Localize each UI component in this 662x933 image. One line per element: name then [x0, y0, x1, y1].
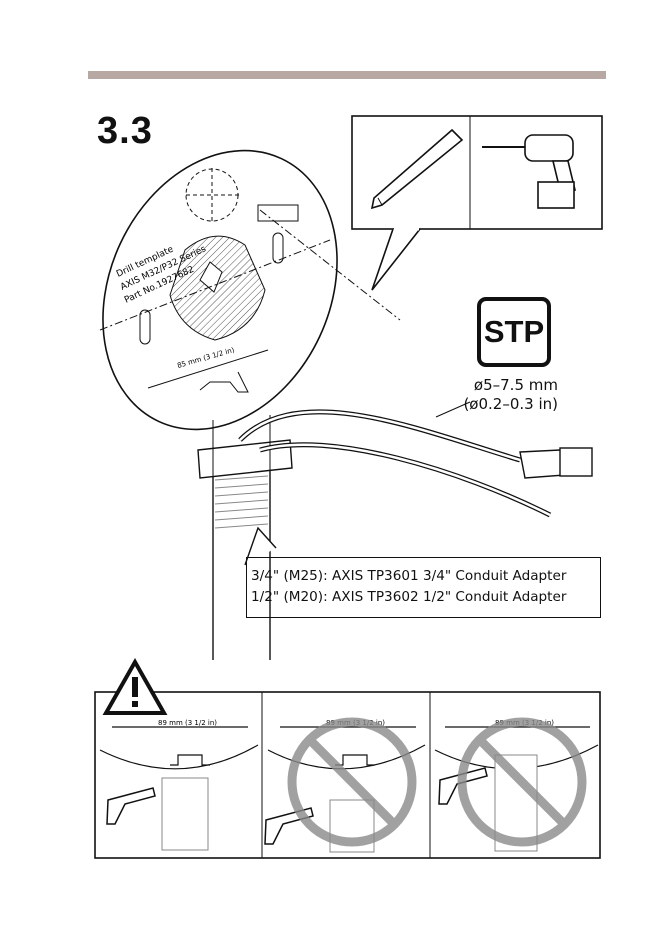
- cable-diameter-in: (ø0.2–0.3 in): [463, 395, 558, 414]
- warning-panels: 89 mm (3 1/2 in) 89 mm (3 1/2 in) 89 mm …: [95, 662, 600, 858]
- panel1-dimension: 89 mm (3 1/2 in): [158, 719, 217, 727]
- cable-diameter-spec: ø5–7.5 mm (ø0.2–0.3 in): [463, 376, 558, 414]
- tools-callout: [352, 116, 602, 290]
- adapter-line-m25: 3/4" (M25): AXIS TP3601 3/4" Conduit Ada…: [251, 566, 600, 587]
- adapter-line-m20: 1/2" (M20): AXIS TP3602 1/2" Conduit Ada…: [251, 587, 600, 608]
- warning-triangle-icon: [106, 662, 164, 713]
- conduit-assembly: [198, 402, 592, 660]
- cable-diameter-mm: ø5–7.5 mm: [463, 376, 558, 395]
- conduit-adapter-callout: 3/4" (M25): AXIS TP3601 3/4" Conduit Ada…: [246, 557, 601, 618]
- rj45-connector-icon: [520, 448, 592, 478]
- stp-cable-badge: STP: [477, 297, 551, 367]
